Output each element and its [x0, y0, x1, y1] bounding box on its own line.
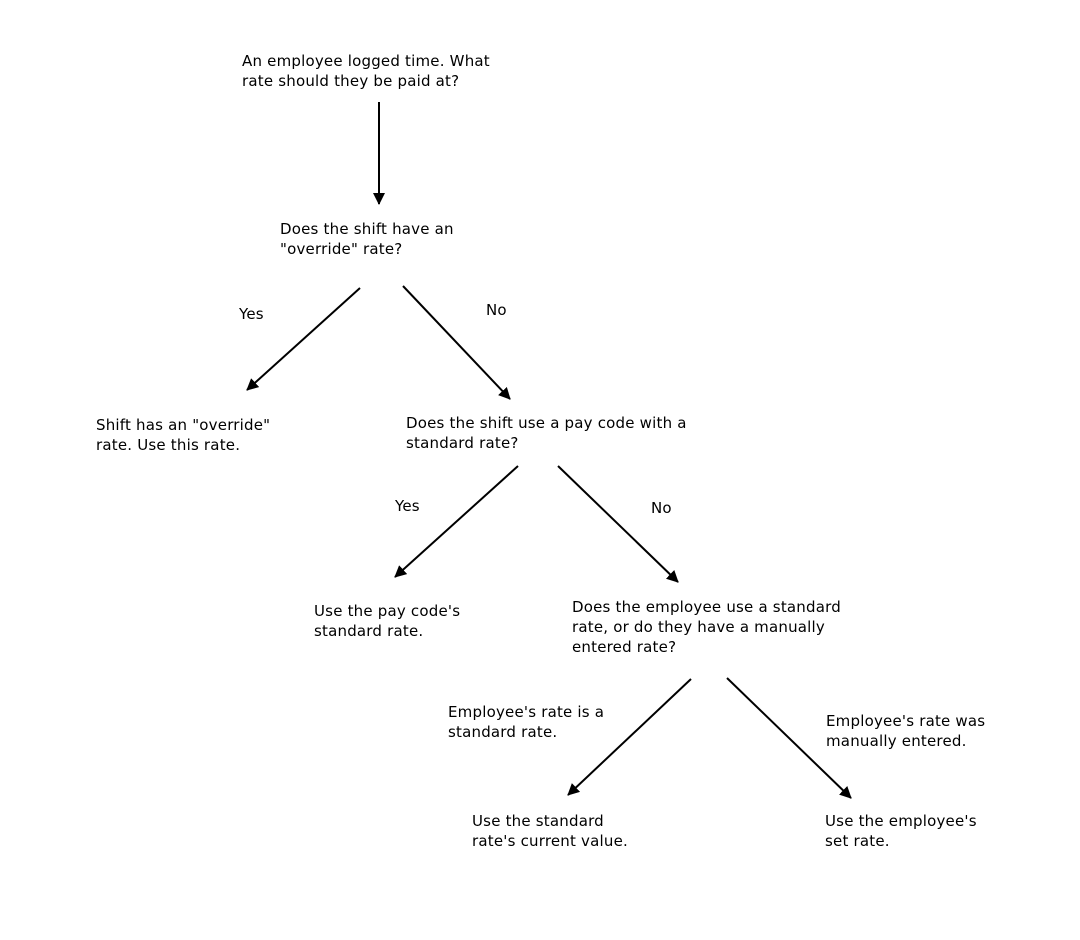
- standard-result-line: Use the standard: [472, 812, 604, 830]
- override-yes-label: Yes: [239, 305, 264, 323]
- arrow-paycode-no: [557, 465, 679, 583]
- employee-standard-label-line: Employee's rate is a: [448, 703, 605, 721]
- employee-manual-label-line: Employee's rate was: [826, 712, 986, 730]
- override-result-line: Shift has an "override": [96, 416, 271, 434]
- arrow-employee-manual: [726, 677, 852, 799]
- paycode-question-node: Does the shift use a pay code with a sta…: [406, 413, 687, 453]
- paycode-question-line: Does the shift use a pay code with a: [406, 414, 687, 432]
- employee-question-line: rate, or do they have a manually: [572, 618, 825, 636]
- arrow-override-no: [402, 285, 511, 400]
- standard-result-line: rate's current value.: [472, 832, 628, 850]
- override-question-line: "override" rate?: [280, 240, 403, 258]
- paycode-question-line: standard rate?: [406, 434, 519, 452]
- arrow-employee-standard: [567, 678, 692, 796]
- override-question-node: Does the shift have an "override" rate?: [280, 219, 454, 259]
- paycode-result-line: standard rate.: [314, 622, 424, 640]
- set-rate-result-line: Use the employee's: [825, 812, 977, 830]
- paycode-no-label: No: [651, 499, 672, 517]
- employee-question-node: Does the employee use a standard rate, o…: [572, 597, 841, 657]
- paycode-yes-label: Yes: [395, 497, 420, 515]
- override-question-line: Does the shift have an: [280, 220, 454, 238]
- arrow-override-yes: [246, 287, 361, 391]
- override-result-node: Shift has an "override" rate. Use this r…: [96, 415, 270, 455]
- employee-standard-label-line: standard rate.: [448, 723, 558, 741]
- employee-standard-label: Employee's rate is a standard rate.: [448, 702, 604, 742]
- set-rate-result-node: Use the employee's set rate.: [825, 811, 977, 851]
- arrow-paycode-yes: [394, 465, 519, 578]
- employee-manual-label-line: manually entered.: [826, 732, 967, 750]
- start-node: An employee logged time. What rate shoul…: [242, 51, 490, 91]
- employee-question-line: Does the employee use a standard: [572, 598, 841, 616]
- override-no-label: No: [486, 301, 507, 319]
- employee-question-line: entered rate?: [572, 638, 677, 656]
- paycode-result-node: Use the pay code's standard rate.: [314, 601, 460, 641]
- standard-result-node: Use the standard rate's current value.: [472, 811, 628, 851]
- override-result-line: rate. Use this rate.: [96, 436, 241, 454]
- employee-manual-label: Employee's rate was manually entered.: [826, 711, 985, 751]
- set-rate-result-line: set rate.: [825, 832, 890, 850]
- paycode-result-line: Use the pay code's: [314, 602, 461, 620]
- start-node-line: rate should they be paid at?: [242, 72, 460, 90]
- start-node-line: An employee logged time. What: [242, 52, 490, 70]
